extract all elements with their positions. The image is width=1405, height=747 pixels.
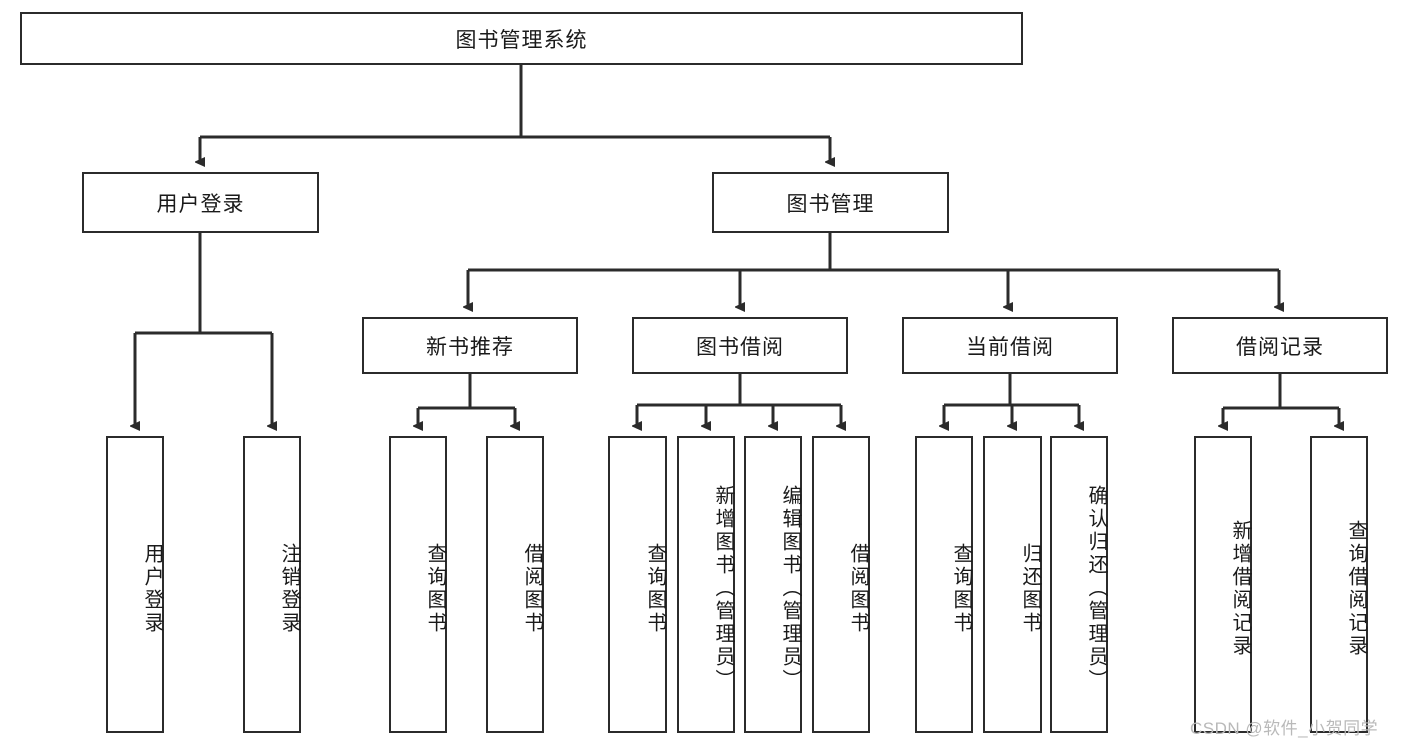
node-leaf-logout[interactable]: 注销登录	[243, 436, 301, 733]
node-leaf-add-record-label: 新增借阅记录	[1229, 519, 1251, 658]
node-leaf-query-book-2[interactable]: 查询图书	[608, 436, 667, 733]
node-book-borrow[interactable]: 图书借阅	[632, 317, 848, 374]
node-leaf-user-login[interactable]: 用户登录	[106, 436, 164, 733]
node-leaf-logout-label: 注销登录	[278, 542, 300, 635]
node-new-book-recommend-label: 新书推荐	[426, 335, 514, 359]
node-borrow-record[interactable]: 借阅记录	[1172, 317, 1388, 374]
node-leaf-query-book-1-label: 查询图书	[424, 542, 446, 635]
node-root-label: 图书管理系统	[455, 28, 588, 52]
node-leaf-add-record[interactable]: 新增借阅记录	[1194, 436, 1252, 733]
node-leaf-query-record[interactable]: 查询借阅记录	[1310, 436, 1368, 733]
node-new-book-recommend[interactable]: 新书推荐	[362, 317, 578, 374]
node-book-borrow-label: 图书借阅	[696, 335, 784, 359]
node-book-manage-label: 图书管理	[786, 192, 875, 216]
node-leaf-borrow-book-2-label: 借阅图书	[847, 542, 869, 635]
node-leaf-return-book[interactable]: 归还图书	[983, 436, 1042, 733]
node-leaf-borrow-book-1[interactable]: 借阅图书	[486, 436, 544, 733]
node-leaf-edit-book-label: 编辑图书（管理员）	[779, 485, 801, 692]
node-user-login[interactable]: 用户登录	[82, 172, 319, 233]
node-book-manage[interactable]: 图书管理	[712, 172, 949, 233]
node-leaf-return-book-label: 归还图书	[1019, 542, 1041, 635]
watermark: CSDN @软件_小贺同学	[1190, 719, 1379, 738]
node-leaf-confirm-return-label: 确认归还（管理员）	[1085, 485, 1107, 692]
node-leaf-edit-book[interactable]: 编辑图书（管理员）	[744, 436, 802, 733]
node-leaf-query-book-2-label: 查询图书	[644, 542, 666, 635]
node-leaf-query-record-label: 查询借阅记录	[1345, 519, 1367, 658]
node-leaf-query-book-3-label: 查询图书	[950, 542, 972, 635]
node-user-login-label: 用户登录	[156, 192, 245, 216]
node-borrow-record-label: 借阅记录	[1236, 335, 1324, 359]
node-leaf-user-login-label: 用户登录	[141, 542, 163, 635]
node-leaf-add-book-label: 新增图书（管理员）	[712, 485, 734, 692]
node-root[interactable]: 图书管理系统	[20, 12, 1023, 65]
node-current-borrow-label: 当前借阅	[966, 335, 1054, 359]
node-leaf-add-book[interactable]: 新增图书（管理员）	[677, 436, 735, 733]
node-current-borrow[interactable]: 当前借阅	[902, 317, 1118, 374]
node-leaf-borrow-book-2[interactable]: 借阅图书	[812, 436, 870, 733]
node-leaf-borrow-book-1-label: 借阅图书	[521, 542, 543, 635]
node-leaf-query-book-3[interactable]: 查询图书	[915, 436, 973, 733]
node-leaf-query-book-1[interactable]: 查询图书	[389, 436, 447, 733]
node-leaf-confirm-return[interactable]: 确认归还（管理员）	[1050, 436, 1108, 733]
